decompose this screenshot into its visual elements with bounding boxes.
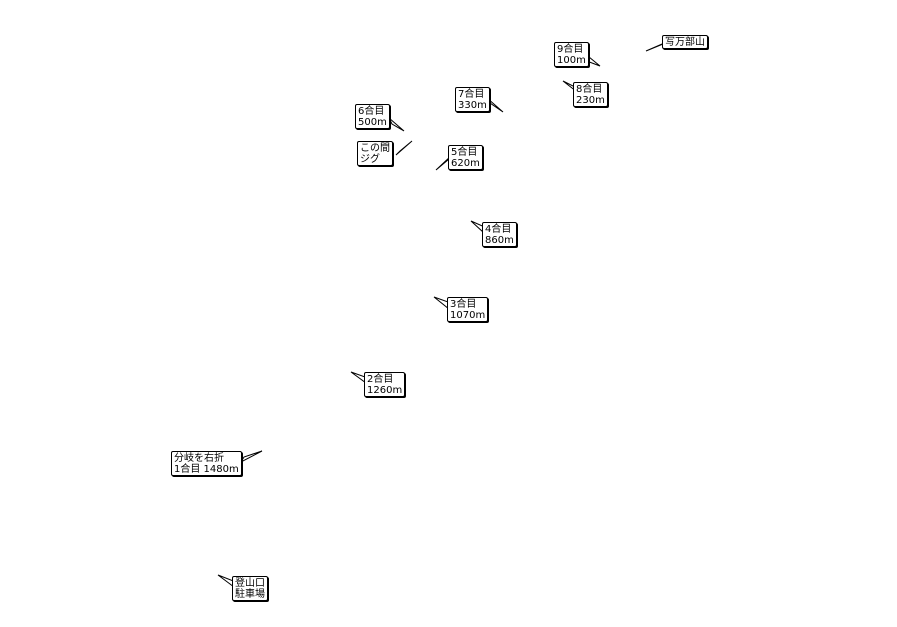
label-line: 1合目 1480m: [174, 464, 239, 475]
label-line: 4合目: [485, 224, 512, 235]
label-line: 330m: [458, 100, 487, 111]
label-stage5[interactable]: 5合目 620m: [448, 145, 483, 170]
label-line: ジグ: [360, 154, 380, 165]
label-line: 7合目: [458, 89, 485, 100]
label-stage2[interactable]: 2合目 1260m: [364, 372, 406, 397]
label-line: 写万部山: [665, 37, 705, 48]
label-line: 5合目: [451, 147, 478, 158]
label-summit[interactable]: 写万部山: [662, 35, 708, 49]
label-stage9[interactable]: 9合目 100m: [554, 42, 589, 67]
label-line: 8合目: [576, 84, 603, 95]
label-stage6[interactable]: 6合目 500m: [355, 104, 390, 129]
label-zigzag-note[interactable]: この間 ジグ: [357, 141, 393, 166]
label-junction[interactable]: 分岐を右折 1合目 1480m: [171, 451, 242, 476]
label-line: 2合目: [367, 374, 394, 385]
label-line: 6合目: [358, 106, 385, 117]
label-trailhead[interactable]: 登山口 駐車場: [232, 576, 268, 601]
label-line: 100m: [557, 55, 586, 66]
label-stage3[interactable]: 3合目 1070m: [447, 297, 489, 322]
label-stage4[interactable]: 4合目 860m: [482, 222, 517, 247]
label-line: 500m: [358, 117, 387, 128]
label-stage8[interactable]: 8合目 230m: [573, 82, 608, 107]
label-stage7[interactable]: 7合目 330m: [455, 87, 490, 112]
label-pointer: [239, 450, 263, 464]
label-line: 登山口: [235, 578, 265, 589]
label-line: 230m: [576, 95, 605, 106]
label-line: 620m: [451, 158, 480, 169]
label-line: 1070m: [450, 310, 486, 321]
label-line: 1260m: [367, 385, 403, 396]
label-pointer: [395, 140, 413, 156]
label-pointer: [388, 117, 405, 132]
label-line: 分岐を右折: [174, 453, 224, 464]
label-line: 9合目: [557, 44, 584, 55]
label-line: 860m: [485, 235, 514, 246]
label-line: 駐車場: [235, 589, 265, 600]
label-line: この間: [360, 143, 390, 154]
label-line: 3合目: [450, 299, 477, 310]
